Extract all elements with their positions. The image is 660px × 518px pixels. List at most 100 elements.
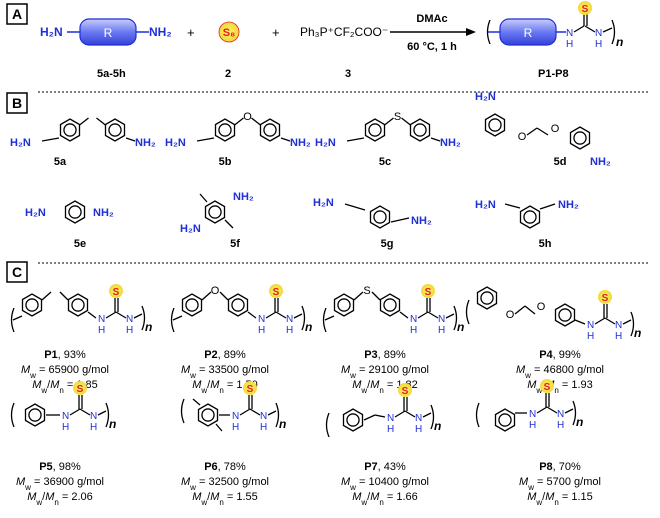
svg-text:3: 3 xyxy=(345,68,351,80)
bridge-atom: O xyxy=(537,301,546,313)
monomer-label: 5a xyxy=(54,156,67,168)
amine-group: NH₂ xyxy=(558,199,579,211)
benzene-ring xyxy=(369,205,391,229)
svg-text:S: S xyxy=(402,386,409,397)
svg-text:H: H xyxy=(587,331,594,342)
benzene-ring xyxy=(67,293,89,317)
polymer-yield: P6, 78% xyxy=(204,461,246,473)
amine-group: H₂N xyxy=(10,137,31,149)
benzene-ring xyxy=(197,403,219,427)
benzene-ring xyxy=(342,408,364,432)
monomer-label: 5g xyxy=(381,238,394,250)
svg-text:Ph₃P⁺CF₂COO⁻: Ph₃P⁺CF₂COO⁻ xyxy=(300,25,388,39)
svg-text:S: S xyxy=(77,384,84,395)
svg-text:N: N xyxy=(126,314,133,325)
svg-text:H: H xyxy=(387,424,394,435)
svg-text:R: R xyxy=(524,26,533,40)
benzene-ring xyxy=(64,200,86,224)
benzene-ring xyxy=(104,118,126,142)
svg-text:N: N xyxy=(615,320,622,331)
polymer-yield: P2, 89% xyxy=(204,349,246,361)
repeat-n: n xyxy=(434,419,441,433)
polymer-yield: P7, 43% xyxy=(364,461,406,473)
amine-group: NH₂ xyxy=(290,137,311,149)
svg-text:H: H xyxy=(415,424,422,435)
amine-group: H₂N xyxy=(165,137,186,149)
svg-text:S: S xyxy=(425,287,432,298)
svg-text:H: H xyxy=(595,39,602,50)
svg-text:A: A xyxy=(12,6,22,22)
bridge-atom: O xyxy=(506,309,515,321)
svg-text:DMAc: DMAc xyxy=(416,13,447,25)
monomer-label: 5b xyxy=(219,156,232,168)
monomer-label: 5h xyxy=(539,238,552,250)
svg-text:S: S xyxy=(273,287,280,298)
polymer-yield: P8, 70% xyxy=(539,461,581,473)
svg-text:N: N xyxy=(415,413,422,424)
amine-group: NH₂ xyxy=(590,156,611,168)
svg-text:H: H xyxy=(62,422,69,433)
benzene-ring xyxy=(227,293,249,317)
svg-text:N: N xyxy=(595,28,602,39)
svg-text:S₈: S₈ xyxy=(223,27,236,39)
benzene-ring xyxy=(476,286,498,310)
thione-s-badge xyxy=(243,381,257,395)
polymer-yield: P1, 93% xyxy=(44,349,86,361)
svg-text:H₂N: H₂N xyxy=(40,25,63,39)
bridge-atom: S xyxy=(394,111,401,123)
thione-s-badge xyxy=(578,1,592,15)
amine-group: H₂N xyxy=(180,223,201,235)
svg-text:5a-5h: 5a-5h xyxy=(97,68,126,80)
svg-text:H: H xyxy=(566,39,573,50)
polymer-mw: Mw = 65900 g/mol xyxy=(21,364,109,380)
s8-badge xyxy=(218,21,240,43)
svg-text:H: H xyxy=(232,422,239,433)
benzene-ring xyxy=(409,118,431,142)
svg-text:H: H xyxy=(258,325,265,336)
nh-group: N xyxy=(387,413,394,424)
repeat-n: n xyxy=(279,417,286,431)
polymer-mw: Mw = 32500 g/mol xyxy=(181,476,269,492)
monomer-label: 5e xyxy=(74,238,86,250)
polymer-pdi: Mw/Mn = 1.66 xyxy=(352,491,418,507)
benzene-ring xyxy=(333,293,355,317)
amine-group: NH₂ xyxy=(135,137,156,149)
svg-text:H: H xyxy=(557,420,564,431)
svg-text:S: S xyxy=(602,293,609,304)
thione-s-badge xyxy=(269,284,283,298)
polymer-mw: Mw = 29100 g/mol xyxy=(341,364,429,380)
nh-group: N xyxy=(232,411,239,422)
amine-group: NH₂ xyxy=(411,215,432,227)
nh-group: N xyxy=(587,320,594,331)
repeat-n: n xyxy=(145,320,152,334)
benzene-ring xyxy=(21,293,43,317)
benzene-ring xyxy=(484,113,506,137)
svg-text:H: H xyxy=(615,331,622,342)
polymer-mw: Mw = 33500 g/mol xyxy=(181,364,269,380)
bridge-atom: O xyxy=(551,123,560,135)
polymer-yield: P5, 98% xyxy=(39,461,81,473)
svg-text:N: N xyxy=(90,411,97,422)
svg-text:S: S xyxy=(247,384,254,395)
svg-text:H: H xyxy=(529,420,536,431)
polymer-yield: P4, 99% xyxy=(539,349,581,361)
svg-text:H: H xyxy=(126,325,133,336)
svg-text:S: S xyxy=(582,4,589,15)
repeat-n: n xyxy=(305,320,312,334)
svg-text:S: S xyxy=(113,287,120,298)
